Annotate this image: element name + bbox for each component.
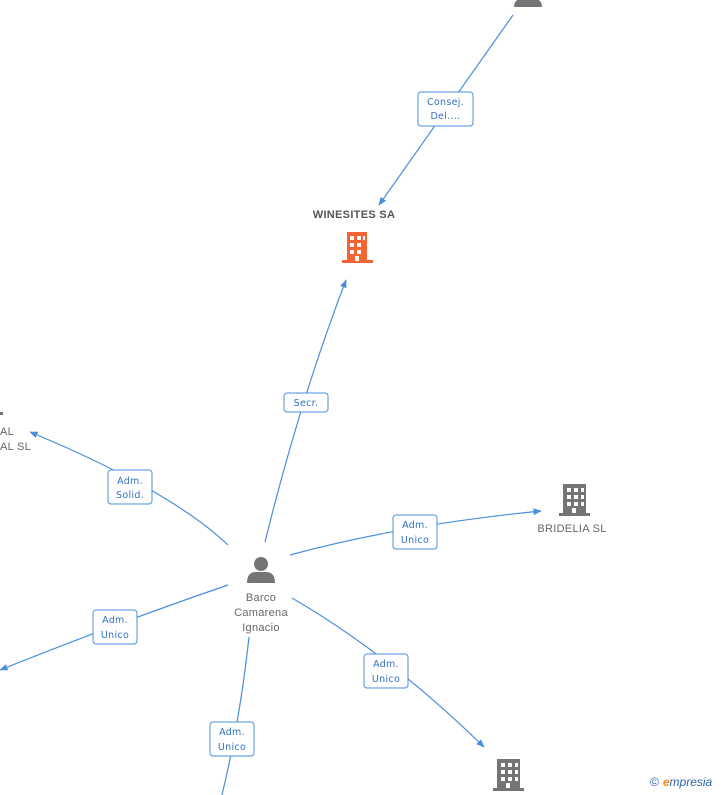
person-label[interactable]: Barco Camarena Ignacio [211,591,311,636]
edge-person-to-bottom[interactable] [221,636,250,795]
edge-label-line: Consej. [427,97,464,108]
empresia-watermark: ©empresia [650,775,712,789]
edge-label-line: Unico [401,535,429,546]
copyright-symbol: © [650,775,659,789]
edge-label-line: Unico [218,742,246,753]
edge-label-adm-unico-bottom-right[interactable]: Adm. Unico [363,653,409,689]
brand-name: mpresia [669,775,713,789]
edge-label-line: Adm. [219,727,245,738]
person-label-line: Camarena [234,607,288,619]
left-company-label-line: AL [0,426,15,438]
winesites-label[interactable]: WINESITES SA [312,209,396,221]
edge-label-line: Unico [101,630,129,641]
left-company-label-line: AL SL [0,441,32,453]
winesites-building-icon[interactable] [342,232,373,263]
bridelia-label[interactable]: BRIDELIA SL [537,523,607,535]
left-company-label[interactable]: AL AL SL [0,425,40,455]
edge-label-line: Adm. [117,476,143,487]
person-label-line: Ignacio [242,622,280,634]
edge-label-adm-unico-left[interactable]: Adm. Unico [92,609,138,645]
edge-label-consej[interactable]: Consej. Del.... [417,91,474,127]
edge-label-adm-unico-bottom[interactable]: Adm. Unico [209,721,255,757]
person-icon[interactable] [247,557,275,583]
brand-initial: e [662,775,670,789]
bottom-company-building-icon[interactable] [493,759,524,791]
edge-label-secr[interactable]: Secr. [283,392,329,413]
edge-label-line: Adm. [402,520,428,531]
edge-label-adm-unico-bridelia[interactable]: Adm. Unico [392,514,438,550]
edge-label-line: Solid. [116,490,144,501]
edge-label-line: Adm. [373,659,399,670]
edge-label-line: Secr. [294,398,319,409]
edge-label-line: Adm. [102,615,128,626]
bridelia-building-icon[interactable] [559,484,590,516]
edge-label-line: Unico [372,674,400,685]
edge-label-adm-solid[interactable]: Adm. Solid. [107,469,153,505]
edge-label-line: Del.... [431,111,461,122]
top-person-icon[interactable] [514,0,542,7]
left-company-building-icon[interactable] [0,412,3,415]
person-label-line: Barco [245,592,277,604]
